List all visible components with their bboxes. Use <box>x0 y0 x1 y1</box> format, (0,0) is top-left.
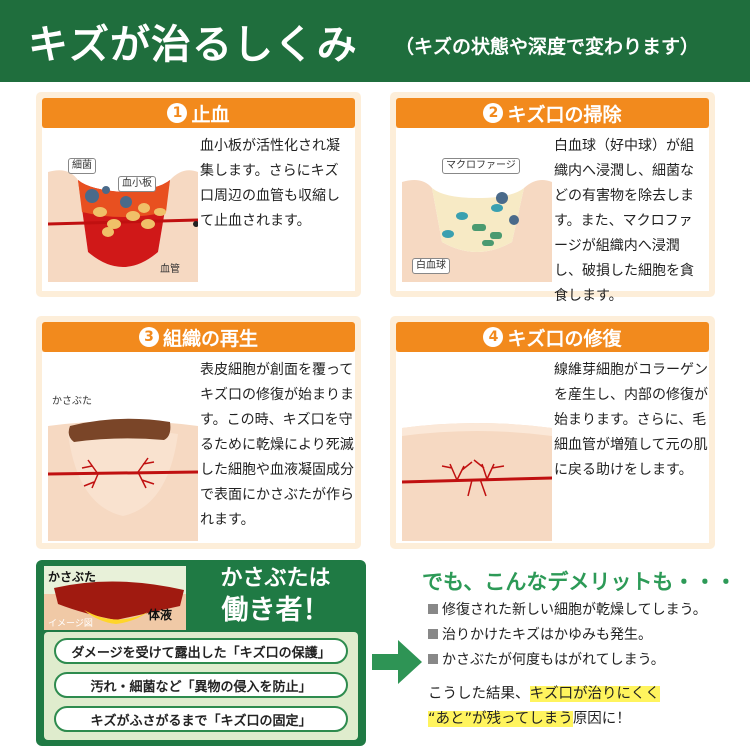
step-title: 組織の再生 <box>162 327 258 350</box>
label-scab: かさぶた <box>52 396 92 407</box>
page-subtitle: （キズの状態や深度で変わります） <box>395 36 700 58</box>
step-title: キズ口の修復 <box>507 327 622 350</box>
wound-diagram <box>47 170 199 282</box>
step-description: 血小板が活性化され凝集します。さらにキズ口周辺の血管も収縮して止血されます。 <box>200 138 340 229</box>
label-body-fluid: 体液 <box>148 608 173 622</box>
scab-role-block: 汚れ・細菌など「異物の侵入を防止」 <box>54 672 348 698</box>
conclusion-line2: “あと”が残ってしまう原因に！ <box>428 711 631 727</box>
step-body: かさぶた 表皮細胞が創面を覆ってキズ口の修復が始まります。この時、キズ口を守るた… <box>42 352 355 543</box>
cleaning-illustration: マクロファージ 白血球 <box>402 132 552 282</box>
label-scab: かさぶた <box>48 570 97 584</box>
scab-heading-line1: かさぶたは <box>220 566 331 591</box>
demerits-list: 修復された新しい細胞が乾燥してしまう。 治りかけたキズはかゆみも発生。 かさぶた… <box>428 598 707 673</box>
conclusion-highlight: キズ口が治りにくく <box>529 686 660 702</box>
scab-heading: かさぶたは 働き者！ <box>188 564 363 628</box>
wound-diagram <box>47 418 199 541</box>
step-header: 2 キズ口の掃除 <box>396 98 709 128</box>
bullet-square-icon <box>428 604 438 614</box>
wound-diagram <box>401 423 553 541</box>
page-title: キズが治るしくみ <box>28 22 358 68</box>
label-image-note: イメージ図 <box>48 619 93 629</box>
label-vessel: 血管 <box>160 264 180 275</box>
right-arrow-icon <box>372 640 422 684</box>
label-bacteria: 細菌 <box>68 158 96 174</box>
demerits-title: でも、こんなデメリットも・・・ <box>422 570 737 594</box>
step-header: 4 キズ口の修復 <box>396 322 709 352</box>
scab-role-fix: キズがふさがるまで「キズ口の固定」 <box>54 706 348 732</box>
step-description: 表皮細胞が創面を覆ってキズ口の修復が始まります。この時、キズ口を守るために乾燥に… <box>200 362 354 528</box>
wound-diagram <box>402 180 552 282</box>
step-description: 白血球（好中球）が組織内へ浸潤し、細菌などの有害物を除去します。また、マクロファ… <box>554 138 694 304</box>
conclusion-highlight: “あと”が残ってしまう <box>428 711 573 727</box>
scab-benefits-panel: かさぶた 体液 イメージ図 かさぶたは 働き者！ ダメージを受けて露出した「キズ… <box>36 560 366 746</box>
step-body: 細菌 血小板 血管 血小板が活性化され凝集します。さらにキズ口周辺の血管も収縮し… <box>42 128 355 291</box>
step-description: 線維芽細胞がコラーゲンを産生し、内部の修復が始まります。さらに、毛細血管が増殖し… <box>554 362 708 478</box>
hemostasis-illustration: 細菌 血小板 血管 <box>47 132 199 282</box>
step-header: 1 止血 <box>42 98 355 128</box>
regeneration-illustration: かさぶた <box>47 356 199 541</box>
step-card-repair: 4 キズ口の修復 線維芽細胞がコラーゲンを産生し、内部の修復が始まります。さらに… <box>390 316 715 549</box>
step-card-hemostasis: 1 止血 細菌 血小板 血管 <box>36 92 361 297</box>
step-body: 線維芽細胞がコラーゲンを産生し、内部の修復が始まります。さらに、毛細血管が増殖し… <box>396 352 709 543</box>
step-number: 4 <box>483 327 504 347</box>
list-item: 修復された新しい細胞が乾燥してしまう。 <box>428 598 707 623</box>
step-number: 2 <box>483 103 504 123</box>
scab-role-protect: ダメージを受けて露出した「キズ口の保護」 <box>54 638 348 664</box>
step-number: 1 <box>167 103 188 123</box>
step-header: 3 組織の再生 <box>42 322 355 352</box>
list-item: 治りかけたキズはかゆみも発生。 <box>428 623 707 648</box>
label-platelet: 血小板 <box>118 176 156 192</box>
scab-heading-line2: 働き者！ <box>221 595 330 626</box>
bullet-square-icon <box>428 654 438 664</box>
step-number: 3 <box>138 327 159 347</box>
page-header: キズが治るしくみ （キズの状態や深度で変わります） <box>0 0 750 82</box>
scab-illustration: かさぶた 体液 イメージ図 <box>44 566 186 630</box>
label-white-blood-cell: 白血球 <box>412 258 450 274</box>
label-macrophage: マクロファージ <box>442 158 520 174</box>
step-title: 止血 <box>191 103 230 126</box>
step-title: キズ口の掃除 <box>507 103 622 126</box>
step-card-cleaning: 2 キズ口の掃除 マクロファージ 白血球 白血 <box>390 92 715 304</box>
step-card-regeneration: 3 組織の再生 かさぶた 表皮細胞が創面を覆ってキズ口の修復が始まります。この時… <box>36 316 361 549</box>
conclusion-line1: こうした結果、キズ口が治りにくく <box>428 686 660 702</box>
step-body: マクロファージ 白血球 白血球（好中球）が組織内へ浸潤し、細菌などの有害物を除去… <box>396 128 709 304</box>
bullet-square-icon <box>428 629 438 639</box>
demerits-conclusion: こうした結果、キズ口が治りにくく “あと”が残ってしまう原因に！ <box>428 682 660 732</box>
scab-roles-box: ダメージを受けて露出した「キズ口の保護」 汚れ・細菌など「異物の侵入を防止」 キ… <box>44 632 358 740</box>
list-item: かさぶたが何度もはがれてしまう。 <box>428 648 707 673</box>
repair-illustration <box>401 356 553 541</box>
scab-diagram <box>44 566 186 630</box>
